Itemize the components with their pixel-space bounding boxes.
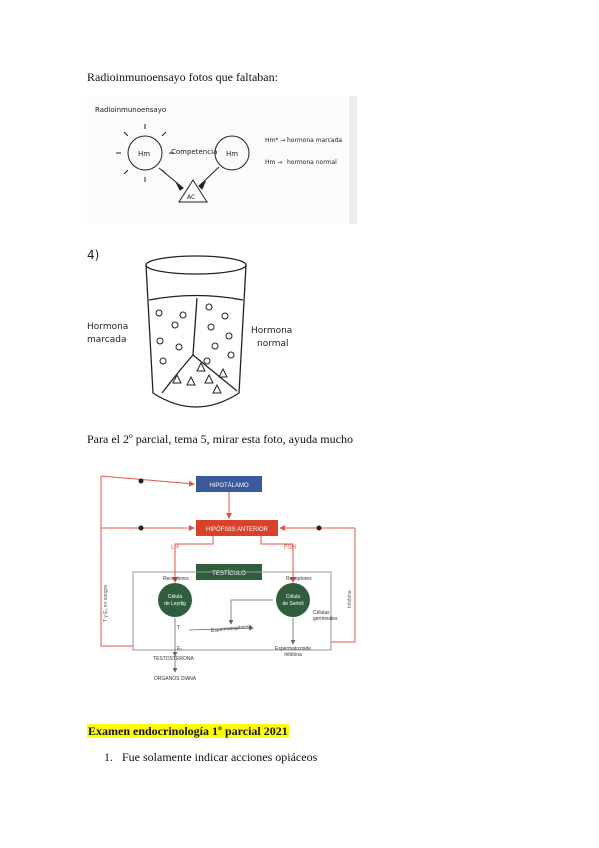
germ-cells-label-1: Células <box>313 610 330 616</box>
sketch2-right-label-1: Hormona <box>251 326 292 336</box>
leydig-label-1: Célula <box>168 594 182 600</box>
t-label: T <box>177 625 180 631</box>
pituitary-label: HIPÓFISIS ANTERIOR <box>206 526 269 533</box>
parcial-note-paragraph: Para el 2º parcial, tema 5, mirar esta f… <box>87 432 353 446</box>
germ-cells-label-2: germinales <box>313 616 338 622</box>
receptors-right-label: Receptores <box>286 576 312 582</box>
target-organs-label: ÓRGANOS DIANA <box>154 675 197 682</box>
radioimmunoassay-sketch: Radioinmunoensayo Hm Competencia Hm AC H… <box>87 96 357 224</box>
e2-label: E₂ <box>177 646 182 652</box>
testosterone-label: TESTOSTERONA <box>153 656 194 662</box>
sertoli-label-2: de Sertoli <box>282 601 303 607</box>
receptors-left-label: Receptores <box>163 576 189 582</box>
side-left-label: T y E₂ en sangre <box>103 585 109 622</box>
legend2-value: hormona normal <box>287 159 337 166</box>
side-right-label: Inhibina <box>347 590 353 608</box>
inhibin-label-1: Espermatozoide <box>275 646 311 652</box>
fsh-label: FSH <box>284 545 296 551</box>
sketch1-competition-label: Competencia <box>171 148 217 156</box>
sketch1-title: Radioinmunoensayo <box>95 106 166 114</box>
intro-paragraph: Radioinmunoensayo fotos que faltaban: <box>87 70 278 84</box>
sketch2-number: 4) <box>87 248 99 262</box>
leydig-cell <box>158 583 192 617</box>
exam-list-item: Fue solamente indicar acciones opiáceos <box>122 750 318 764</box>
hypothalamus-label: HIPOTÁLAMO <box>209 482 249 489</box>
testis-label: TESTÍCULO <box>212 570 246 577</box>
legend1-value: hormona marcada <box>287 137 342 144</box>
lh-label: LH <box>171 545 179 551</box>
sketch1-triangle-label: AC <box>187 194 195 201</box>
inhibin-label-2: Inhibina <box>284 652 302 658</box>
exam-heading-highlight: Examen endocrinología 1º parcial 2021 <box>87 724 289 738</box>
sertoli-label-1: Célula <box>286 594 300 600</box>
sketch2-right-label-2: normal <box>257 339 289 349</box>
exam-list-number: 1. <box>104 750 113 764</box>
sketch1-right-circle-label: Hm <box>226 150 238 158</box>
legend1-key: Hm* → <box>265 137 285 144</box>
sketch1-left-circle-label: Hm <box>138 150 150 158</box>
legend2-key: Hm → <box>265 159 282 166</box>
sketch2-left-label-1: Hormona <box>87 322 128 332</box>
tube-sketch: 4) Hormona marcada Hormona normal <box>87 248 292 408</box>
exam-heading: Examen endocrinología 1º parcial 2021 <box>87 724 289 738</box>
spermatogenesis-label: Espermatogénesis <box>211 624 253 634</box>
leydig-label-2: de Leydig <box>164 601 186 607</box>
hypothalamus-box <box>196 476 262 492</box>
hpg-axis-diagram: HIPOTÁLAMO HIPÓFISIS ANTERIOR TESTÍCULO … <box>100 475 356 682</box>
sketch2-left-label-2: marcada <box>87 335 126 345</box>
pituitary-box <box>196 520 278 536</box>
sertoli-cell <box>276 583 310 617</box>
